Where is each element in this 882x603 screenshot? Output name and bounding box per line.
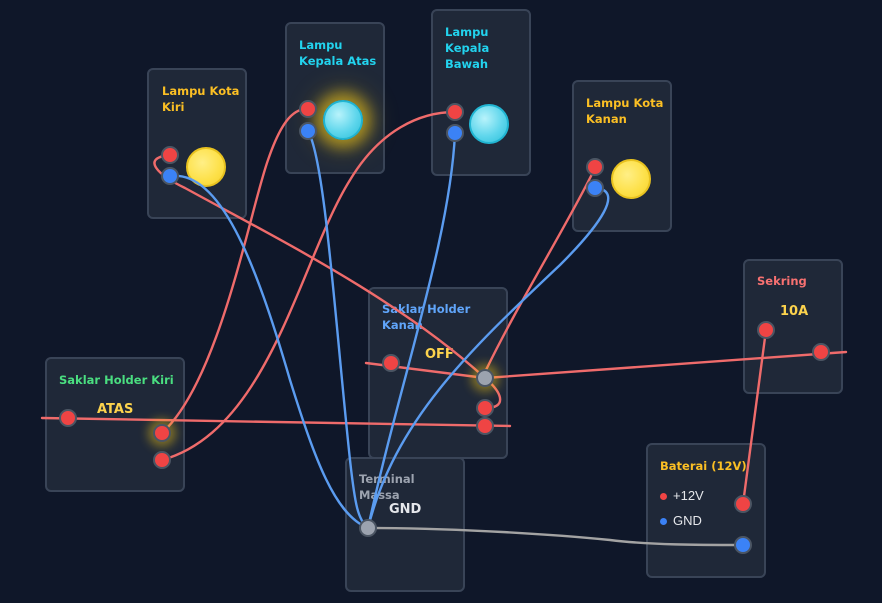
lampu-kepala-atas-positive-terminal[interactable] — [299, 100, 317, 118]
lampu-kepala-bawah-ground-terminal[interactable] — [446, 124, 464, 142]
baterai-ground-terminal[interactable] — [734, 536, 752, 554]
lampu-kota-kiri-card[interactable]: Lampu Kota Kiri — [147, 68, 247, 219]
sekring-rating: 10A — [780, 304, 809, 319]
baterai-negative-row: GND — [660, 513, 702, 528]
lampu-kepala-bawah-title: Lampu Kepala Bawah — [445, 25, 490, 71]
saklar-kanan-common-terminal[interactable] — [476, 369, 494, 387]
wire-kota-kiri-ground[interactable] — [168, 174, 370, 530]
lampu-kota-kiri-positive-terminal[interactable] — [161, 146, 179, 164]
lampu-kota-kiri-bulb-icon — [186, 147, 226, 187]
lampu-kepala-atas-card[interactable]: Lampu Kepala Atas — [285, 22, 385, 174]
sekring-out-terminal[interactable] — [812, 343, 830, 361]
saklar-kiri-bawah-terminal[interactable] — [153, 451, 171, 469]
sekring-in-terminal[interactable] — [757, 321, 775, 339]
saklar-holder-kanan-state: OFF — [425, 347, 454, 362]
sekring-title: Sekring — [757, 274, 807, 288]
baterai-negative-label: GND — [673, 513, 702, 528]
baterai-positive-terminal[interactable] — [734, 495, 752, 513]
lampu-kepala-bawah-positive-terminal[interactable] — [446, 103, 464, 121]
terminal-massa-title: Terminal Massa — [359, 472, 415, 502]
saklar-kanan-input-terminal[interactable] — [382, 354, 400, 372]
positive-dot-icon — [660, 493, 667, 501]
terminal-massa-gnd-terminal[interactable] — [359, 519, 377, 537]
lampu-kepala-bawah-bulb-icon — [469, 104, 509, 144]
lampu-kepala-bawah-card[interactable]: Lampu Kepala Bawah — [431, 9, 531, 176]
baterai-title: Baterai (12V) — [660, 459, 747, 473]
saklar-kanan-out1-terminal[interactable] — [476, 399, 494, 417]
lampu-kota-kanan-ground-terminal[interactable] — [586, 179, 604, 197]
saklar-holder-kanan-title: Saklar Holder Kanan — [382, 302, 471, 332]
lampu-kota-kanan-title: Lampu Kota Kanan — [586, 96, 664, 126]
baterai-positive-label: +12V — [673, 488, 704, 503]
lampu-kota-kanan-bulb-icon — [611, 159, 651, 199]
saklar-holder-kiri-title: Saklar Holder Kiri — [59, 373, 174, 387]
negative-dot-icon — [660, 518, 667, 526]
lampu-kota-kiri-title: Lampu Kota Kiri — [162, 84, 240, 114]
saklar-kanan-out2-terminal[interactable] — [476, 417, 494, 435]
lampu-kepala-atas-ground-terminal[interactable] — [299, 122, 317, 140]
saklar-kiri-input-terminal[interactable] — [59, 409, 77, 427]
lampu-kepala-atas-bulb-icon — [323, 100, 363, 140]
lampu-kepala-atas-title: Lampu Kepala Atas — [299, 38, 377, 68]
saklar-kiri-atas-terminal[interactable] — [153, 424, 171, 442]
lampu-kota-kanan-card[interactable]: Lampu Kota Kanan — [572, 80, 672, 232]
saklar-holder-kiri-state: ATAS — [97, 402, 134, 417]
baterai-positive-row: +12V — [660, 488, 704, 503]
lampu-kota-kanan-positive-terminal[interactable] — [586, 158, 604, 176]
lampu-kota-kiri-ground-terminal[interactable] — [161, 167, 179, 185]
terminal-massa-label: GND — [389, 502, 422, 517]
